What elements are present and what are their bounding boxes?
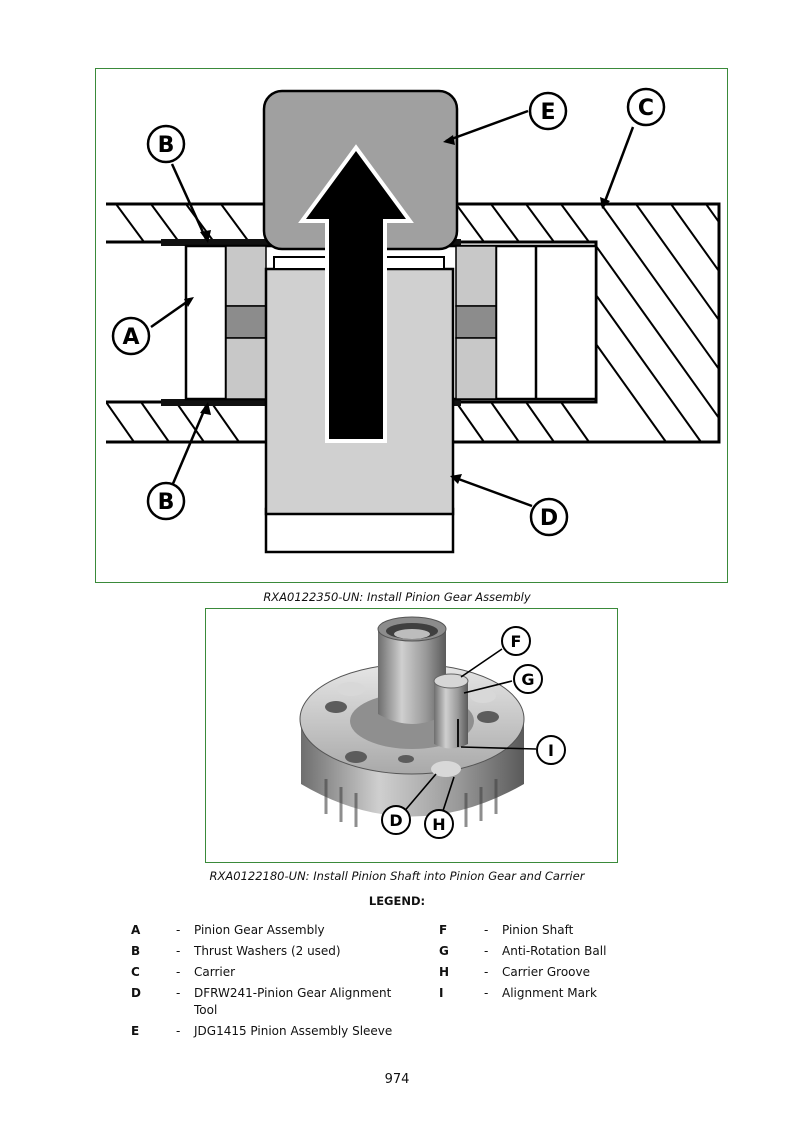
legend-key: C bbox=[131, 965, 140, 979]
callout-g-label: G bbox=[521, 670, 534, 689]
legend-desc: Carrier Groove bbox=[502, 965, 590, 979]
legend-key: H bbox=[439, 965, 450, 979]
callout-b-top: B bbox=[146, 124, 186, 164]
callout-g: G bbox=[513, 664, 543, 694]
callout-i: I bbox=[536, 735, 566, 765]
callout-b-bottom: B bbox=[146, 481, 186, 521]
legend-key: D bbox=[131, 986, 141, 1000]
callout-c-label: C bbox=[638, 96, 654, 121]
legend-desc: DFRW241-Pinion Gear Alignment Tool bbox=[194, 986, 392, 1017]
callout-e: E bbox=[528, 91, 568, 131]
legend-dash: - bbox=[176, 986, 181, 1000]
callout-c: C bbox=[626, 87, 666, 127]
legend-desc: Pinion Gear Assembly bbox=[194, 923, 325, 937]
legend-desc: Pinion Shaft bbox=[502, 923, 574, 937]
legend-dash: - bbox=[176, 1024, 181, 1038]
callout-f-label: F bbox=[511, 632, 522, 651]
legend-desc: Thrust Washers (2 used) bbox=[194, 944, 341, 958]
callout-e-label: E bbox=[540, 100, 555, 125]
legend-desc: JDG1415 Pinion Assembly Sleeve bbox=[194, 1024, 393, 1038]
legend-desc: Anti-Rotation Ball bbox=[502, 944, 607, 958]
legend-key: A bbox=[131, 923, 141, 937]
figure-install-pinion-shaft: F G I D H bbox=[205, 608, 618, 863]
legend-dash: - bbox=[484, 965, 489, 979]
callout-a: A bbox=[111, 316, 151, 356]
pinion-carrier-photo: F G I D H bbox=[299, 616, 566, 839]
legend-desc: Carrier bbox=[194, 965, 236, 979]
legend-dash: - bbox=[484, 986, 489, 1000]
legend-key: E bbox=[131, 1024, 140, 1038]
legend-dash: - bbox=[176, 923, 181, 937]
figure2-caption: RXA0122180-UN: Install Pinion Shaft into… bbox=[209, 869, 585, 883]
figure1-caption: RXA0122350-UN: Install Pinion Gear Assem… bbox=[263, 590, 531, 604]
callout-d-label: D bbox=[540, 506, 558, 531]
legend-title: LEGEND: bbox=[368, 894, 426, 908]
legend-desc: Alignment Mark bbox=[502, 986, 597, 1000]
legend-key: F bbox=[439, 923, 448, 937]
legend-key: G bbox=[439, 944, 449, 958]
page-number: 974 bbox=[384, 1072, 410, 1087]
legend-key: B bbox=[131, 944, 141, 958]
callout-a-label: A bbox=[122, 325, 139, 350]
callout-h: H bbox=[424, 809, 454, 839]
legend-dash: - bbox=[176, 944, 181, 958]
callout-b-top-label: B bbox=[158, 133, 175, 158]
callout-d2: D bbox=[381, 805, 411, 835]
callout-b-bottom-label: B bbox=[158, 490, 175, 515]
callout-h-label: H bbox=[432, 815, 445, 834]
callout-d: D bbox=[529, 497, 569, 537]
legend-key: I bbox=[439, 986, 444, 1000]
figure-install-pinion-gear-assembly: B A B C E D bbox=[95, 68, 728, 583]
callout-d2-label: D bbox=[389, 811, 402, 830]
pinion-gear-assembly-diagram: B A B C E D bbox=[106, 87, 721, 554]
legend-dash: - bbox=[176, 965, 181, 979]
legend-dash: - bbox=[484, 944, 489, 958]
callout-f: F bbox=[501, 626, 531, 656]
legend-dash: - bbox=[484, 923, 489, 937]
callout-i-label: I bbox=[548, 741, 554, 760]
